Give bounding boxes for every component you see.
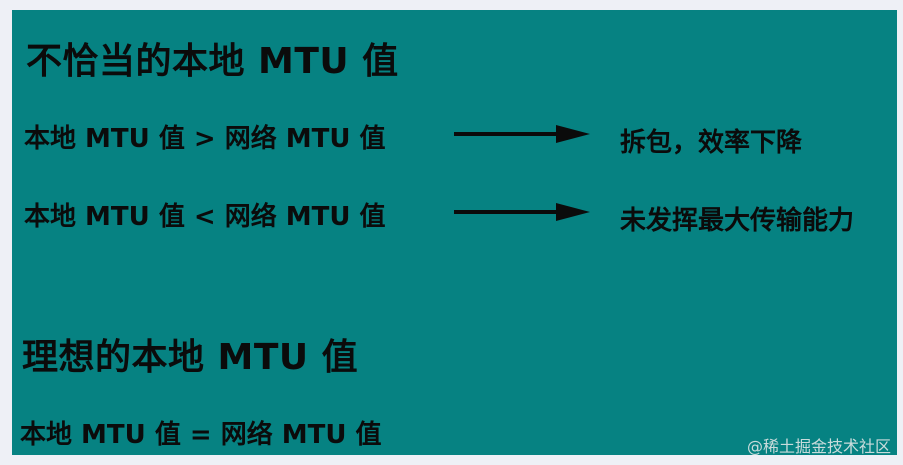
watermark-text: @稀土掘金技术社区	[746, 437, 891, 456]
condition-less-text: 本地 MTU 值 < 网络 MTU 值	[24, 202, 386, 232]
heading-ideal-mtu: 理想的本地 MTU 值	[22, 337, 359, 378]
result-underutilized-text: 未发挥最大传输能力	[620, 206, 855, 236]
condition-equal-text: 本地 MTU 值 = 网络 MTU 值	[20, 420, 382, 450]
slide-panel: 不恰当的本地 MTU 值 本地 MTU 值 > 网络 MTU 值 拆包，效率下降…	[12, 10, 897, 455]
heading-improper-mtu: 不恰当的本地 MTU 值	[26, 41, 399, 82]
result-fragmentation-text: 拆包，效率下降	[620, 128, 803, 158]
right-arrow-icon	[454, 125, 590, 143]
condition-greater-text: 本地 MTU 值 > 网络 MTU 值	[24, 124, 386, 154]
right-arrow-icon	[454, 203, 590, 221]
